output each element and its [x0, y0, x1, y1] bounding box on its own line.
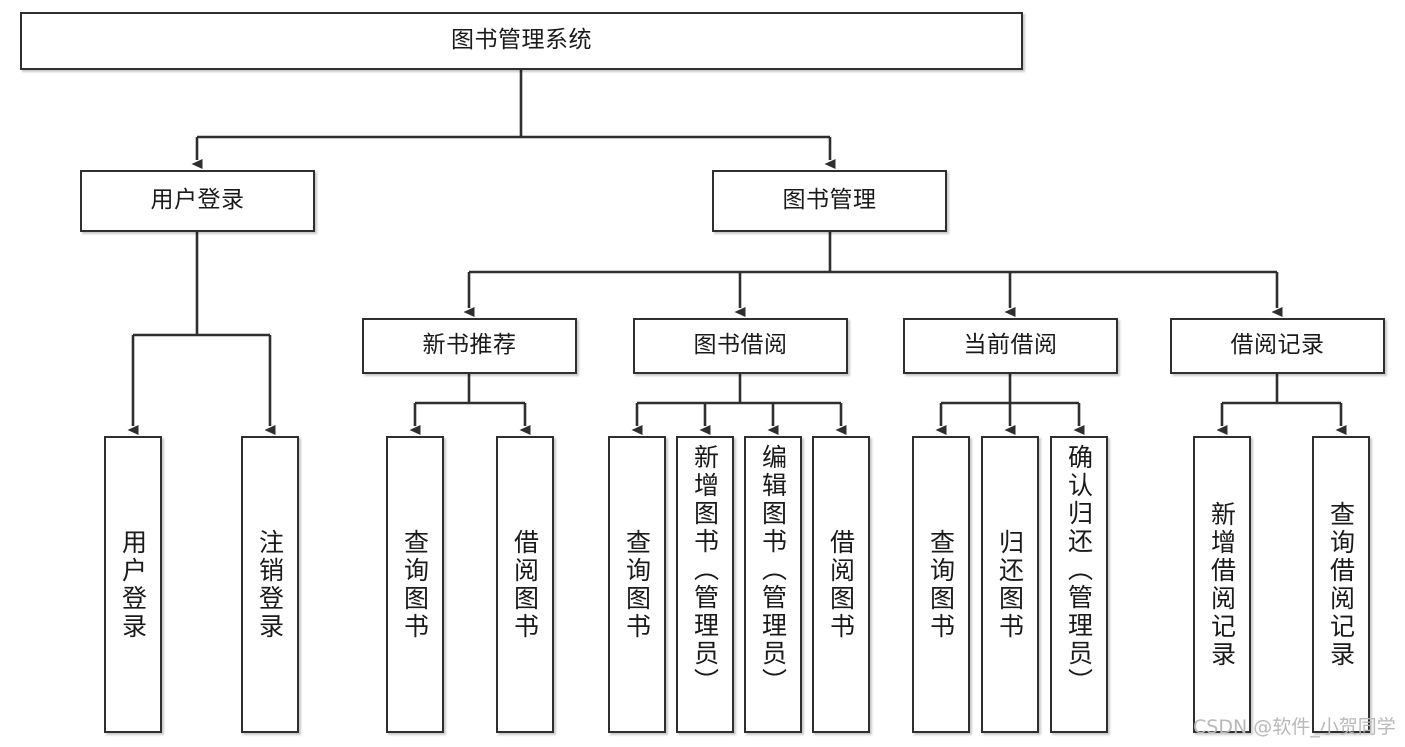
node-leaf-add-book[interactable]: 新增图书（管理员） — [676, 436, 734, 733]
node-leaf-query-record[interactable]: 查询借阅记录 — [1312, 436, 1370, 733]
node-leaf-add-record-label: 新增借阅记录 — [1207, 500, 1237, 669]
node-current-borrow-label: 当前借阅 — [963, 332, 1058, 359]
node-book-manage[interactable]: 图书管理 — [712, 170, 947, 232]
node-leaf-borrow-book-2[interactable]: 借阅图书 — [812, 436, 870, 733]
node-leaf-user-login-label: 用户登录 — [118, 528, 148, 641]
node-leaf-query-book-1[interactable]: 查询图书 — [386, 436, 444, 733]
node-leaf-add-book-label: 新增图书（管理员） — [690, 444, 720, 696]
node-leaf-query-book-2-label: 查询图书 — [622, 528, 652, 641]
node-book-borrow[interactable]: 图书借阅 — [633, 318, 848, 374]
node-leaf-add-record[interactable]: 新增借阅记录 — [1193, 436, 1251, 733]
node-leaf-query-book-2[interactable]: 查询图书 — [608, 436, 666, 733]
node-leaf-logout-label: 注销登录 — [255, 528, 285, 641]
node-current-borrow[interactable]: 当前借阅 — [903, 318, 1118, 374]
node-user-login-label: 用户登录 — [150, 187, 245, 214]
node-leaf-query-book-3[interactable]: 查询图书 — [912, 436, 970, 733]
node-leaf-logout[interactable]: 注销登录 — [241, 436, 299, 733]
node-leaf-query-book-3-label: 查询图书 — [926, 528, 956, 641]
node-new-book-rec[interactable]: 新书推荐 — [362, 318, 577, 374]
node-book-manage-label: 图书管理 — [782, 187, 877, 214]
node-leaf-edit-book-label: 编辑图书（管理员） — [758, 444, 788, 696]
node-user-login[interactable]: 用户登录 — [80, 170, 315, 232]
node-root-label: 图书管理系统 — [451, 27, 592, 54]
node-leaf-borrow-book-1[interactable]: 借阅图书 — [496, 436, 554, 733]
node-leaf-borrow-book-2-label: 借阅图书 — [826, 528, 856, 641]
node-leaf-user-login[interactable]: 用户登录 — [104, 436, 162, 733]
node-leaf-confirm-return[interactable]: 确认归还（管理员） — [1050, 436, 1108, 733]
node-new-book-rec-label: 新书推荐 — [422, 332, 517, 359]
node-leaf-confirm-return-label: 确认归还（管理员） — [1064, 444, 1094, 696]
watermark-text: CSDN @软件_小贺同学 — [1193, 716, 1396, 738]
node-leaf-borrow-book-1-label: 借阅图书 — [510, 528, 540, 641]
node-leaf-edit-book[interactable]: 编辑图书（管理员） — [744, 436, 802, 733]
node-root[interactable]: 图书管理系统 — [20, 12, 1023, 70]
node-borrow-record-label: 借阅记录 — [1230, 332, 1325, 359]
node-leaf-return-book-label: 归还图书 — [995, 528, 1025, 641]
node-book-borrow-label: 图书借阅 — [693, 332, 788, 359]
node-leaf-query-book-1-label: 查询图书 — [400, 528, 430, 641]
node-borrow-record[interactable]: 借阅记录 — [1170, 318, 1385, 374]
node-leaf-return-book[interactable]: 归还图书 — [981, 436, 1039, 733]
node-leaf-query-record-label: 查询借阅记录 — [1326, 500, 1356, 669]
